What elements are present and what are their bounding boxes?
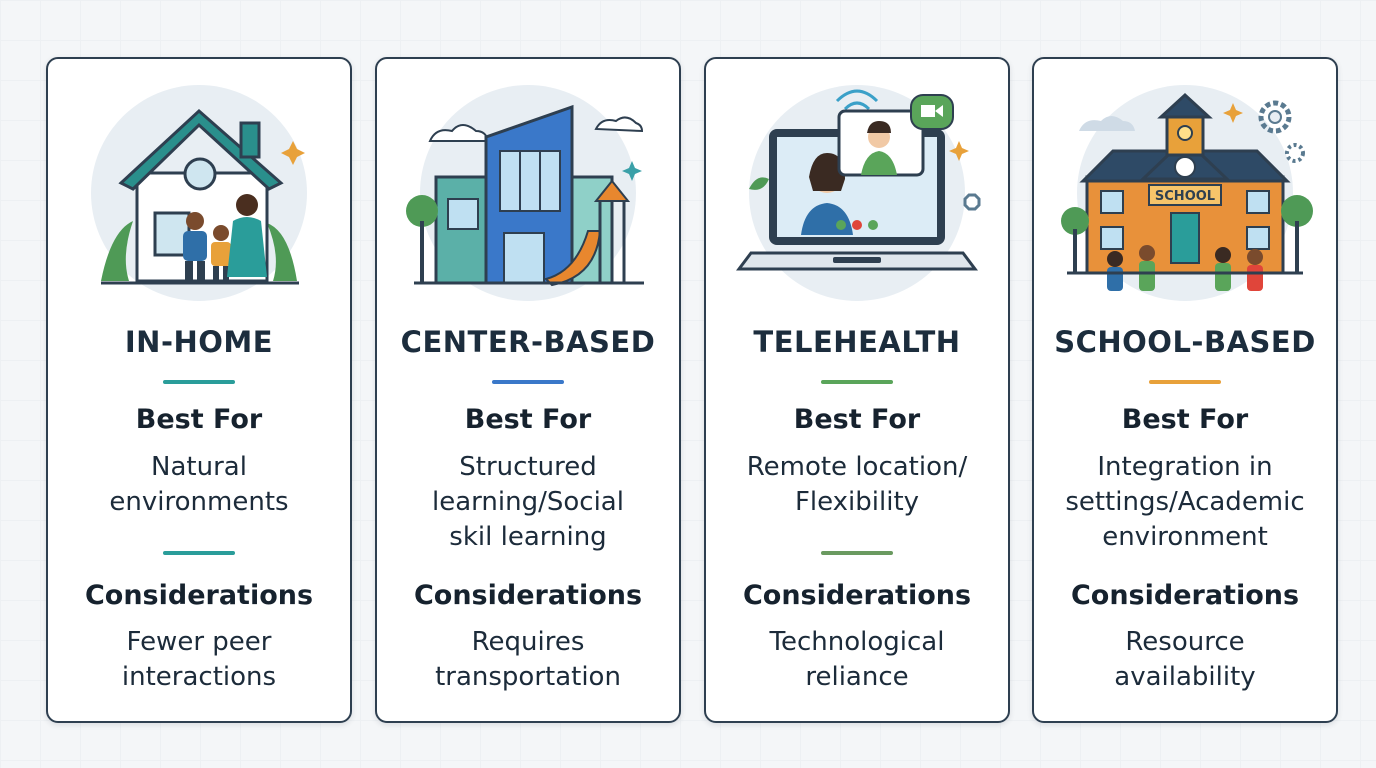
accent-divider [163, 551, 235, 555]
considerations-text: Resource availability [1114, 627, 1256, 692]
best-for-heading: Best For [1121, 404, 1249, 435]
house-family-icon [71, 81, 327, 309]
accent-divider [821, 380, 893, 384]
considerations-text: Fewer peer interactions [121, 627, 277, 692]
card-in-home: IN-HOME Best For Natural environments Co… [46, 57, 352, 723]
school-building-icon: SCHOOL [1057, 81, 1313, 309]
card-title: IN-HOME [124, 325, 274, 359]
card-title: CENTER-BASED [400, 325, 656, 359]
best-for-text: Natural environments [109, 452, 289, 517]
card-title: SCHOOL-BASED [1054, 325, 1316, 359]
best-for-text: Integration in settings/Academic environ… [1065, 452, 1305, 552]
accent-divider [821, 551, 893, 555]
card-title: TELEHEALTH [753, 325, 961, 359]
considerations-heading: Considerations [742, 580, 972, 611]
considerations-heading: Considerations [413, 580, 643, 611]
card-center-based: CENTER-BASED Best For Structured learnin… [375, 57, 681, 723]
school-sign-text: SCHOOL [1155, 189, 1215, 204]
accent-divider [163, 380, 235, 384]
accent-divider [1149, 380, 1221, 384]
best-for-text: Structured learning/Social skil learning [432, 452, 624, 552]
best-for-text: Remote location/ Flexibility [746, 452, 968, 517]
considerations-heading: Considerations [84, 580, 314, 611]
card-school-based: SCHOOL SCHOOL-BASED Best For [1032, 57, 1338, 723]
best-for-heading: Best For [135, 404, 263, 435]
accent-divider [492, 380, 564, 384]
considerations-text: Technological reliance [769, 627, 945, 692]
center-building-icon [400, 81, 656, 309]
considerations-heading: Considerations [1070, 580, 1300, 611]
best-for-heading: Best For [464, 404, 592, 435]
card-telehealth: TELEHEALTH Best For Remote location/ Fle… [704, 57, 1010, 723]
laptop-video-call-icon [729, 81, 985, 309]
best-for-heading: Best For [793, 404, 921, 435]
considerations-text: Requires transportation [435, 627, 621, 692]
